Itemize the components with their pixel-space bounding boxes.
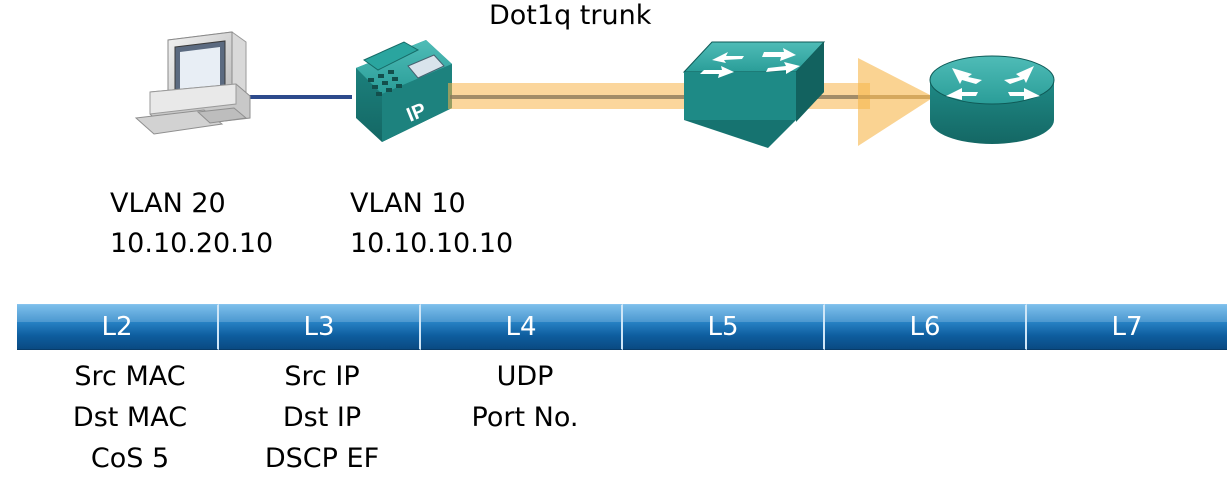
field-dscp: DSCP EF	[264, 443, 380, 474]
trunk-label: Dot1q trunk	[489, 0, 652, 31]
pc-vlan: VLAN 20	[110, 188, 226, 219]
phone-vlan: VLAN 10	[350, 188, 466, 219]
pc-ip: 10.10.20.10	[110, 228, 274, 259]
switch-icon	[682, 41, 826, 148]
field-dst-ip: Dst IP	[282, 402, 362, 433]
layer-l4: L4	[421, 304, 623, 350]
layer-l4-fields: UDP Port No.	[425, 356, 625, 438]
phone-label: VLAN 10 10.10.10.10	[350, 188, 513, 268]
layer-l2-fields: Src MAC Dst MAC CoS 5	[30, 356, 230, 479]
field-cos: CoS 5	[90, 443, 170, 474]
router-icon	[929, 55, 1055, 144]
layer-l2: L2	[17, 304, 219, 350]
phone-ip: 10.10.10.10	[350, 228, 514, 259]
pc-icon	[134, 31, 251, 135]
trunk-arrow-head	[858, 58, 934, 146]
pc-label: VLAN 20 10.10.20.10	[110, 188, 273, 268]
layer-l3-fields: Src IP Dst IP DSCP EF	[222, 356, 422, 479]
layer-l5: L5	[623, 304, 825, 350]
network-diagram: IP	[134, 31, 1055, 148]
ip-phone-icon: IP	[356, 40, 452, 142]
layer-l3: L3	[219, 304, 421, 350]
field-dst-mac: Dst MAC	[72, 402, 188, 433]
field-port: Port No.	[471, 402, 579, 433]
layer-l7: L7	[1027, 304, 1227, 350]
field-src-mac: Src MAC	[74, 361, 186, 392]
layer-l6: L6	[825, 304, 1027, 350]
osi-layer-bar: L2 L3 L4 L5 L6 L7	[17, 304, 1227, 350]
field-udp: UDP	[496, 361, 554, 392]
field-src-ip: Src IP	[284, 361, 360, 392]
